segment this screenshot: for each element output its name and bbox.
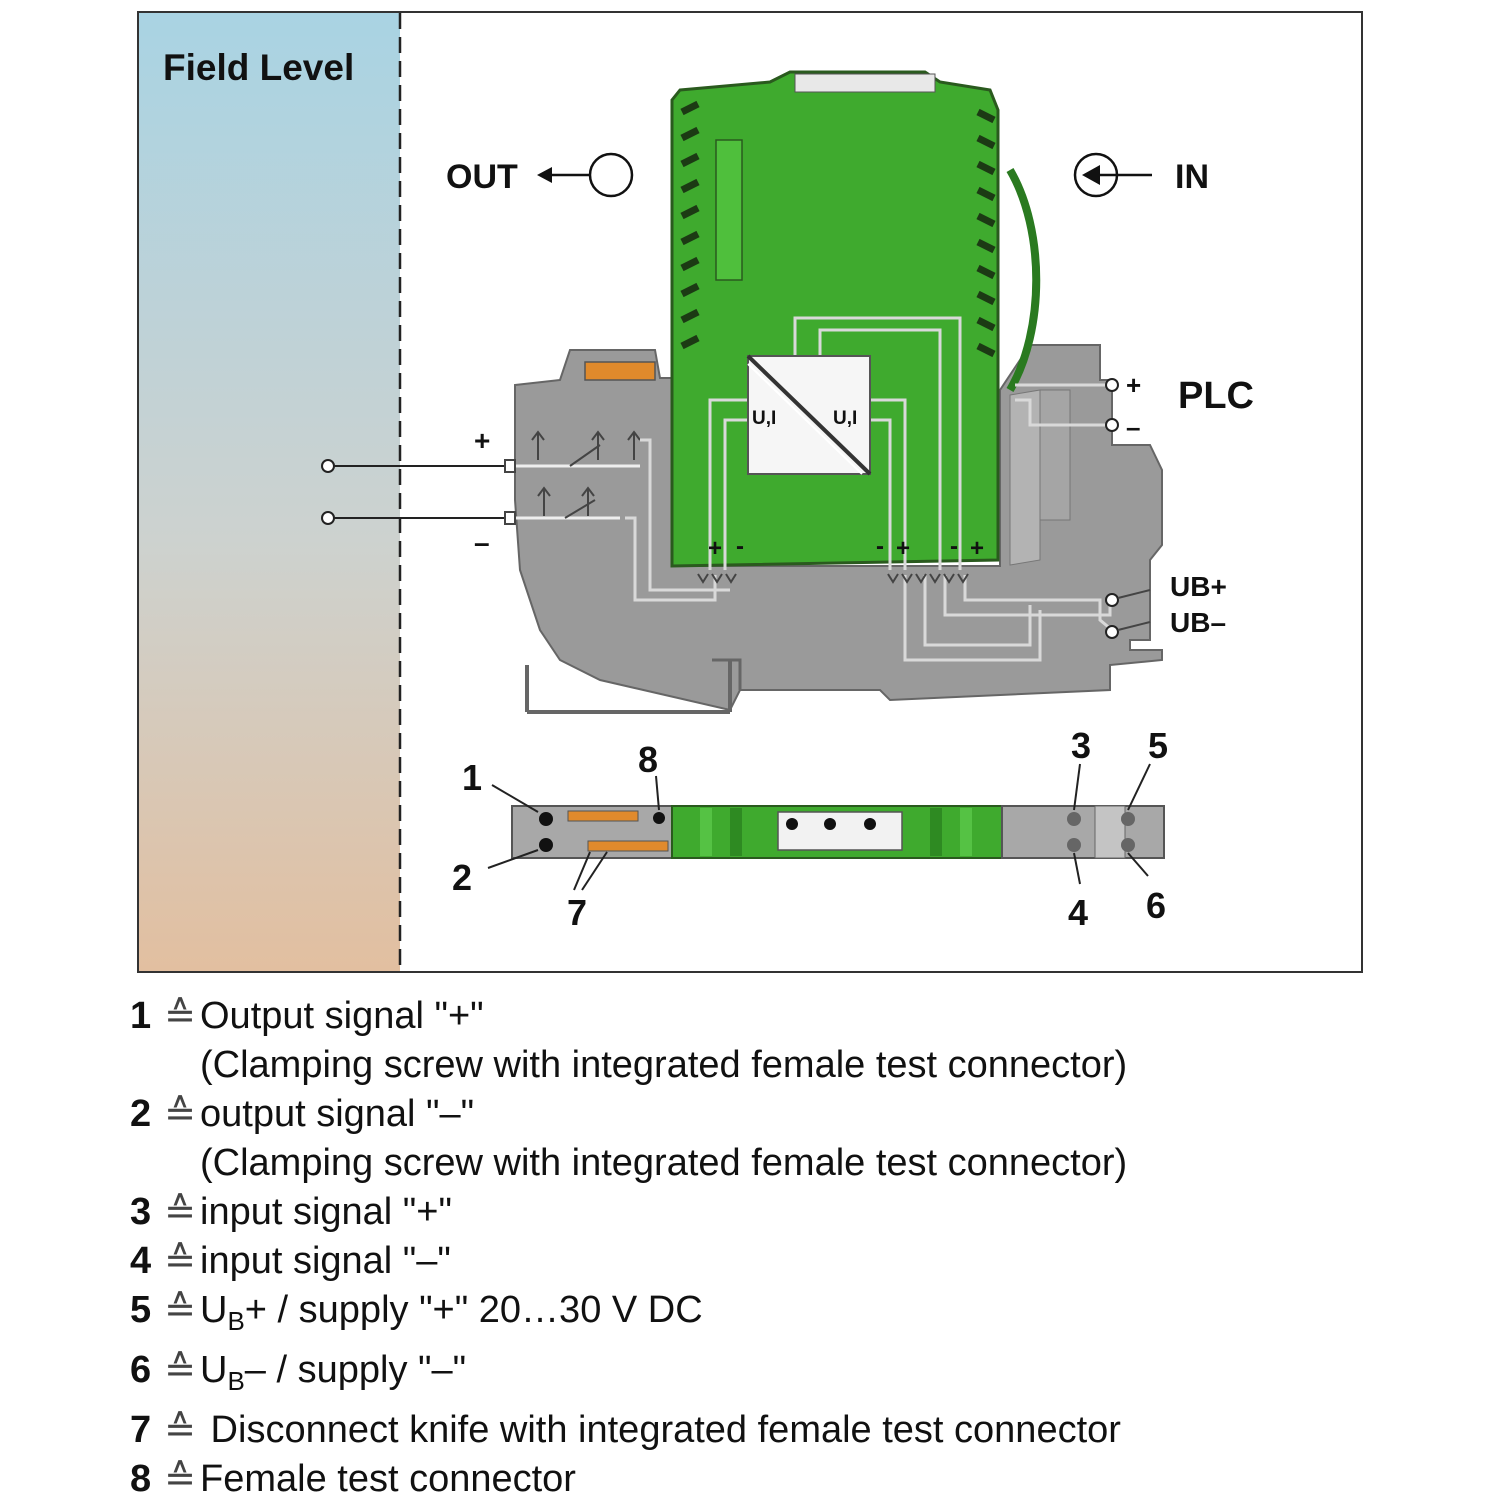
ub-plus-label: UB+ [1170,571,1227,602]
pcb-terminal-screws [697,573,969,584]
pcb-terminal-labels: + - - + - + [708,533,984,562]
legend-number: 3 [130,1191,152,1233]
legend-item-8: 8 ≙ Female test connector [130,1455,1460,1504]
pcb-terminal-3: - [876,533,884,560]
corresponds-icon: ≙ [164,1093,196,1135]
voltage-symbol: U [200,1289,228,1331]
plc-label: PLC [1178,375,1254,417]
corresponds-icon: ≙ [164,995,196,1037]
legend-number: 1 [130,995,152,1037]
pcb-terminal-2: - [736,533,744,560]
callout-2: 2 [452,857,472,898]
supply-terminals [1105,589,1151,639]
corresponds-icon: ≙ [164,1458,196,1500]
field-minus-label: – [474,527,490,558]
legend-text-rest: – / supply "–" [244,1349,467,1391]
pcb-terminal-5: - [950,533,958,560]
signal-converter-block [746,354,872,476]
converter-left-label: U,I [752,408,776,429]
legend-item-3: 3 ≙ input signal "+" [130,1188,1460,1237]
field-plus-label: + [474,425,490,456]
legend-item-6: 6 ≙ UB– / supply "–" [130,1346,1460,1406]
legend-item-5: 5 ≙ UB+ / supply "+" 20…30 V DC [130,1286,1460,1346]
legend-item-2: 2 ≙ output signal "–" [130,1090,1460,1139]
callout-5: 5 [1148,725,1168,766]
legend-text: input signal "+" [200,1191,452,1233]
legend-subtext: (Clamping screw with integrated female t… [200,1044,1128,1086]
ub-minus-label: UB– [1170,607,1226,638]
legend-text-rest: + / supply "+" 20…30 V DC [244,1289,703,1331]
corresponds-icon: ≙ [164,1191,196,1233]
legend-number: 7 [130,1409,152,1451]
legend-text: input signal "–" [200,1240,451,1282]
legend-number: 2 [130,1093,152,1135]
pcb-terminal-4: + [896,535,910,562]
out-arrow-icon [537,152,634,198]
pcb-terminal-1: + [708,535,722,562]
field-wires [321,459,505,525]
plc-minus-label: – [1126,412,1140,442]
callout-8: 8 [638,739,658,780]
field-terminal-screws [504,430,641,525]
legend-number: 8 [130,1458,152,1500]
callout-7: 7 [567,892,587,933]
in-arrow-icon [1073,152,1152,198]
corresponds-icon: ≙ [164,1409,196,1451]
legend-item-1: 1 ≙ Output signal "+" [130,992,1460,1041]
corresponds-icon: ≙ [164,1289,196,1331]
out-label: OUT [446,158,518,196]
legend-number: 6 [130,1349,152,1391]
corresponds-icon: ≙ [164,1349,196,1391]
callout-4: 4 [1068,892,1088,933]
field-level-zone [139,13,400,971]
callout-numbers: 1 2 3 4 5 6 7 8 [452,725,1168,933]
internal-wiring [625,316,1113,662]
top-view-strip [511,805,1165,859]
converter-right-label: U,I [833,408,857,429]
legend-number: 4 [130,1240,152,1282]
terminal-housing [514,344,1163,714]
legend: 1 ≙ Output signal "+" (Clamping screw wi… [130,992,1460,1504]
legend-subtext: (Clamping screw with integrated female t… [200,1142,1128,1184]
callout-3: 3 [1071,725,1091,766]
callout-1: 1 [462,757,482,798]
isolator-diagram: Field Level + – [137,11,1363,973]
legend-item-4: 4 ≙ input signal "–" [130,1237,1460,1286]
legend-text: UB+ / supply "+" 20…30 V DC [200,1286,703,1346]
legend-text: Output signal "+" [200,995,484,1037]
voltage-symbol: U [200,1349,228,1391]
in-label: IN [1175,158,1209,196]
callout-leaders [487,763,1151,891]
callout-6: 6 [1146,885,1166,926]
corresponds-icon: ≙ [164,1240,196,1282]
pcb-cooling-fins [680,100,996,358]
legend-number: 5 [130,1289,152,1331]
plc-plus-label: + [1126,370,1141,400]
voltage-subscript: B [227,1366,245,1396]
pcb-terminal-6: + [970,535,984,562]
legend-text: Female test connector [200,1458,576,1500]
legend-text: UB– / supply "–" [200,1346,466,1406]
legend-item-7: 7 ≙ Disconnect knife with integrated fem… [130,1406,1460,1455]
voltage-subscript: B [227,1306,245,1336]
legend-text: output signal "–" [200,1093,475,1135]
legend-text: Disconnect knife with integrated female … [200,1409,1121,1451]
plc-terminals [1105,378,1119,432]
field-level-label: Field Level [163,47,354,88]
